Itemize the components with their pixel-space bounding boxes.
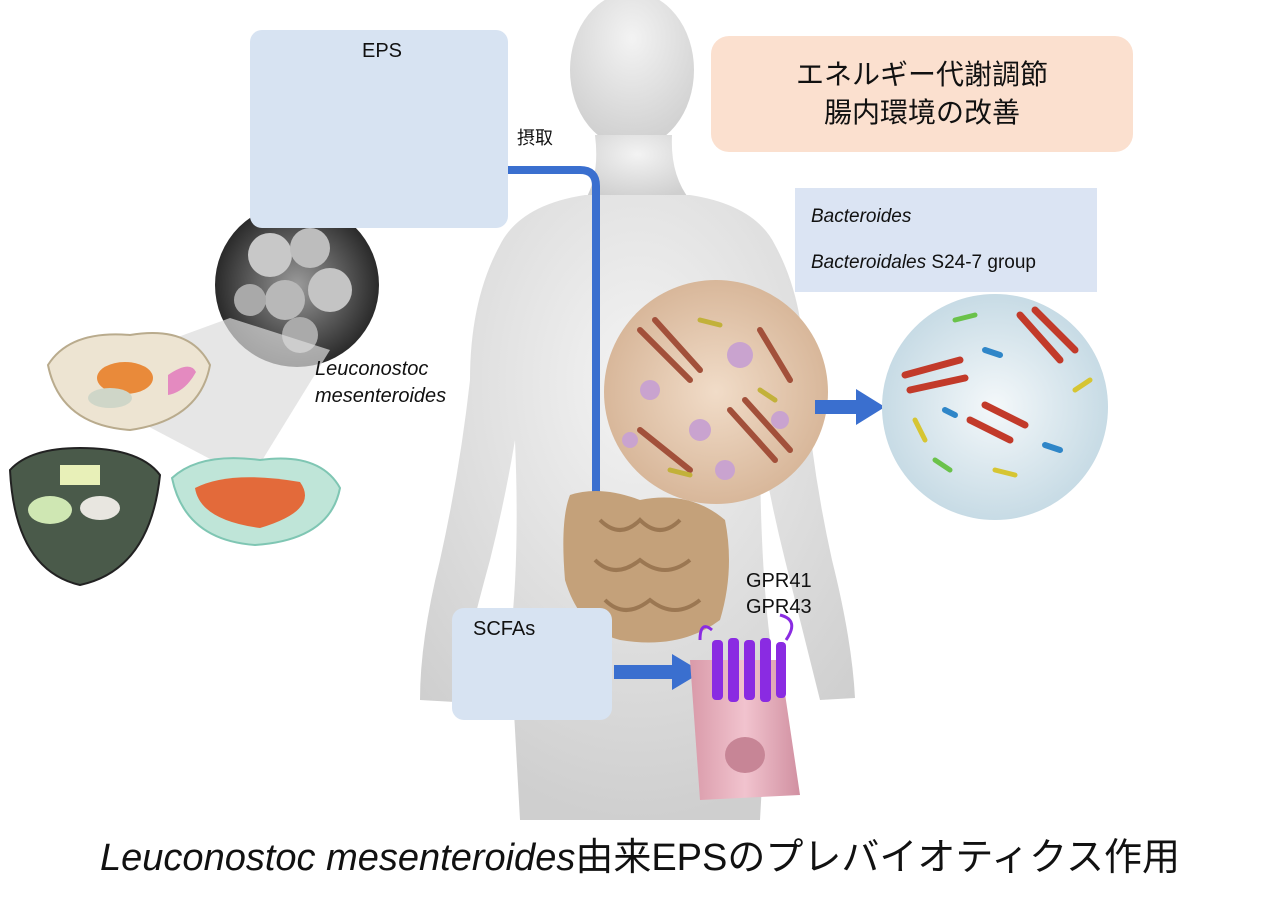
leuconostoc-line-2: mesenteroides: [315, 385, 447, 407]
figure-caption: Leuconostoc mesenteroides由来EPSのプレバイオティクス…: [0, 826, 1280, 881]
microbiota-change-arrow: [815, 389, 885, 425]
caption-species: Leuconostoc mesenteroides: [100, 837, 576, 879]
scfas-label: SCFAs: [473, 618, 536, 640]
bacteria-item-2-group: S24-7 group: [926, 252, 1036, 273]
energy-line-2: 腸内環境の改善: [823, 96, 1020, 129]
bacteria-box: [795, 188, 1097, 292]
energy-effect-box: エネルギー代謝調節 腸内環境の改善: [711, 36, 1133, 152]
gpr-line-2: GPR43: [746, 596, 812, 618]
intake-label: 摂取: [517, 128, 553, 149]
gut-microbiota-before: [604, 280, 828, 504]
bacteria-item-2-genus: Bacteroidales: [811, 252, 927, 273]
scfas-panel: [452, 608, 612, 720]
fermented-food-bowls: [8, 332, 342, 587]
gpr-receptor: [698, 613, 794, 702]
leuconostoc-line-1: Leuconostoc: [315, 358, 429, 380]
bacteria-item-1: Bacteroides: [811, 206, 912, 227]
bacteria-item-2: Bacteroidales S24-7 group: [811, 252, 1036, 274]
eps-label: EPS: [362, 40, 403, 62]
energy-line-1: エネルギー代謝調節: [795, 58, 1048, 92]
gut-microbiota-after: [882, 294, 1108, 520]
scfa-to-receptor-arrow: [614, 654, 702, 690]
caption-text: 由来EPSのプレバイオティクス作用: [575, 837, 1180, 879]
eps-panel: [250, 30, 508, 228]
sem-bacteria-image: [215, 203, 379, 367]
intestines: [563, 491, 729, 643]
gpr-label: GPR41 GPR43: [746, 568, 812, 620]
leuconostoc-label: Leuconostoc mesenteroides: [315, 356, 446, 410]
gpr-line-1: GPR41: [746, 570, 812, 592]
